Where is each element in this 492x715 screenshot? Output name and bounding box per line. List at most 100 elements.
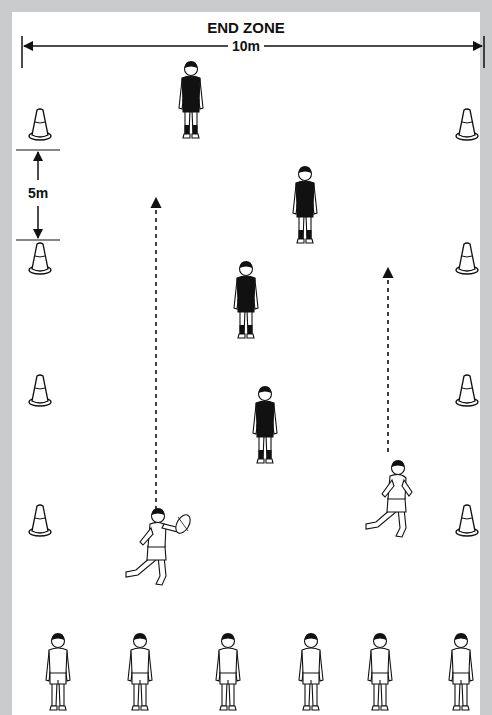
player-shorts bbox=[220, 672, 236, 684]
player-legs bbox=[52, 682, 64, 706]
cone-stripe bbox=[35, 388, 45, 389]
attacker-player bbox=[449, 633, 473, 710]
cone-marker bbox=[456, 109, 478, 140]
player-torso bbox=[371, 648, 389, 673]
cone-marker bbox=[456, 505, 478, 536]
player-feet bbox=[132, 706, 148, 710]
run-arrow bbox=[387, 268, 389, 452]
player-torso bbox=[256, 401, 274, 426]
dimension-label: 10m bbox=[228, 39, 264, 53]
player-legs bbox=[222, 682, 234, 706]
cone-marker bbox=[29, 243, 51, 274]
player-sock bbox=[259, 450, 264, 459]
player-hair bbox=[240, 261, 253, 268]
player-shorts bbox=[372, 672, 388, 684]
player-sock bbox=[240, 325, 245, 334]
player-hair bbox=[185, 61, 198, 68]
player-shorts bbox=[387, 498, 406, 512]
cone-stripe bbox=[35, 256, 45, 257]
cone-stripe bbox=[462, 388, 472, 389]
cone-marker bbox=[456, 243, 478, 274]
player-hair bbox=[152, 508, 165, 515]
cone-body bbox=[459, 109, 475, 137]
player-torso bbox=[237, 276, 255, 301]
player-sock bbox=[299, 230, 304, 239]
player-feet bbox=[257, 459, 273, 463]
player-arm bbox=[382, 480, 394, 497]
player-sock bbox=[267, 450, 272, 459]
player-feet bbox=[220, 706, 236, 710]
player-hair bbox=[259, 386, 272, 393]
player-shorts bbox=[238, 300, 254, 312]
ball-carrier bbox=[126, 508, 193, 585]
player-torso bbox=[182, 76, 200, 101]
cone-marker bbox=[456, 375, 478, 406]
dimension-tick bbox=[16, 239, 60, 240]
player-legs bbox=[455, 682, 467, 706]
player-torso bbox=[131, 648, 149, 673]
attacker-player bbox=[299, 633, 323, 710]
player-hair bbox=[52, 633, 65, 640]
cone-body bbox=[32, 243, 48, 271]
cone-marker bbox=[29, 505, 51, 536]
support-runner bbox=[366, 460, 412, 537]
dimension-tick bbox=[16, 149, 60, 150]
player-shorts bbox=[132, 672, 148, 684]
cone-stripe bbox=[35, 518, 45, 519]
cone-body bbox=[459, 375, 475, 403]
defender-player bbox=[179, 61, 203, 138]
player-shorts bbox=[303, 672, 319, 684]
cone-body bbox=[32, 109, 48, 137]
player-hair bbox=[299, 166, 312, 173]
playing-field bbox=[12, 12, 480, 715]
player-hair bbox=[222, 633, 235, 640]
player-feet bbox=[372, 706, 388, 710]
player-legs bbox=[374, 682, 386, 706]
cone-marker bbox=[29, 375, 51, 406]
defender-player bbox=[234, 261, 258, 338]
attacker-player bbox=[128, 633, 152, 710]
player-feet bbox=[50, 706, 66, 710]
player-torso bbox=[296, 181, 314, 206]
player-sock bbox=[193, 125, 198, 134]
cone-stripe bbox=[462, 518, 472, 519]
player-sock bbox=[307, 230, 312, 239]
player-hair bbox=[134, 633, 147, 640]
player-shorts bbox=[183, 100, 199, 112]
cone-stripe bbox=[462, 122, 472, 123]
player-torso bbox=[302, 648, 320, 673]
player-feet bbox=[238, 334, 254, 338]
player-legs bbox=[305, 682, 317, 706]
zone-title: END ZONE bbox=[203, 20, 289, 35]
cone-body bbox=[32, 505, 48, 533]
defender-player bbox=[253, 386, 277, 463]
cone-body bbox=[32, 375, 48, 403]
player-legs bbox=[240, 310, 252, 334]
ball-seam bbox=[178, 517, 188, 531]
player-legs bbox=[185, 110, 197, 134]
player-feet bbox=[183, 134, 199, 138]
player-shorts bbox=[257, 425, 273, 437]
player-hair bbox=[392, 460, 405, 467]
dimension-tick bbox=[21, 36, 23, 68]
player-shorts bbox=[297, 205, 313, 217]
player-arm bbox=[140, 528, 153, 545]
player-shorts bbox=[50, 672, 66, 684]
dimension-tick bbox=[483, 36, 485, 68]
player-torso bbox=[452, 648, 470, 673]
player-hair bbox=[455, 633, 468, 640]
player-torso bbox=[49, 648, 67, 673]
player-sock bbox=[185, 125, 190, 134]
cone-stripe bbox=[35, 122, 45, 123]
player-legs bbox=[259, 435, 271, 459]
player-legs bbox=[299, 215, 311, 239]
player-feet bbox=[303, 706, 319, 710]
player-torso bbox=[219, 648, 237, 673]
attacker-player bbox=[46, 633, 70, 710]
player-legs bbox=[134, 682, 146, 706]
player-hair bbox=[374, 633, 387, 640]
player-arm bbox=[402, 480, 412, 496]
cone-marker bbox=[29, 109, 51, 140]
